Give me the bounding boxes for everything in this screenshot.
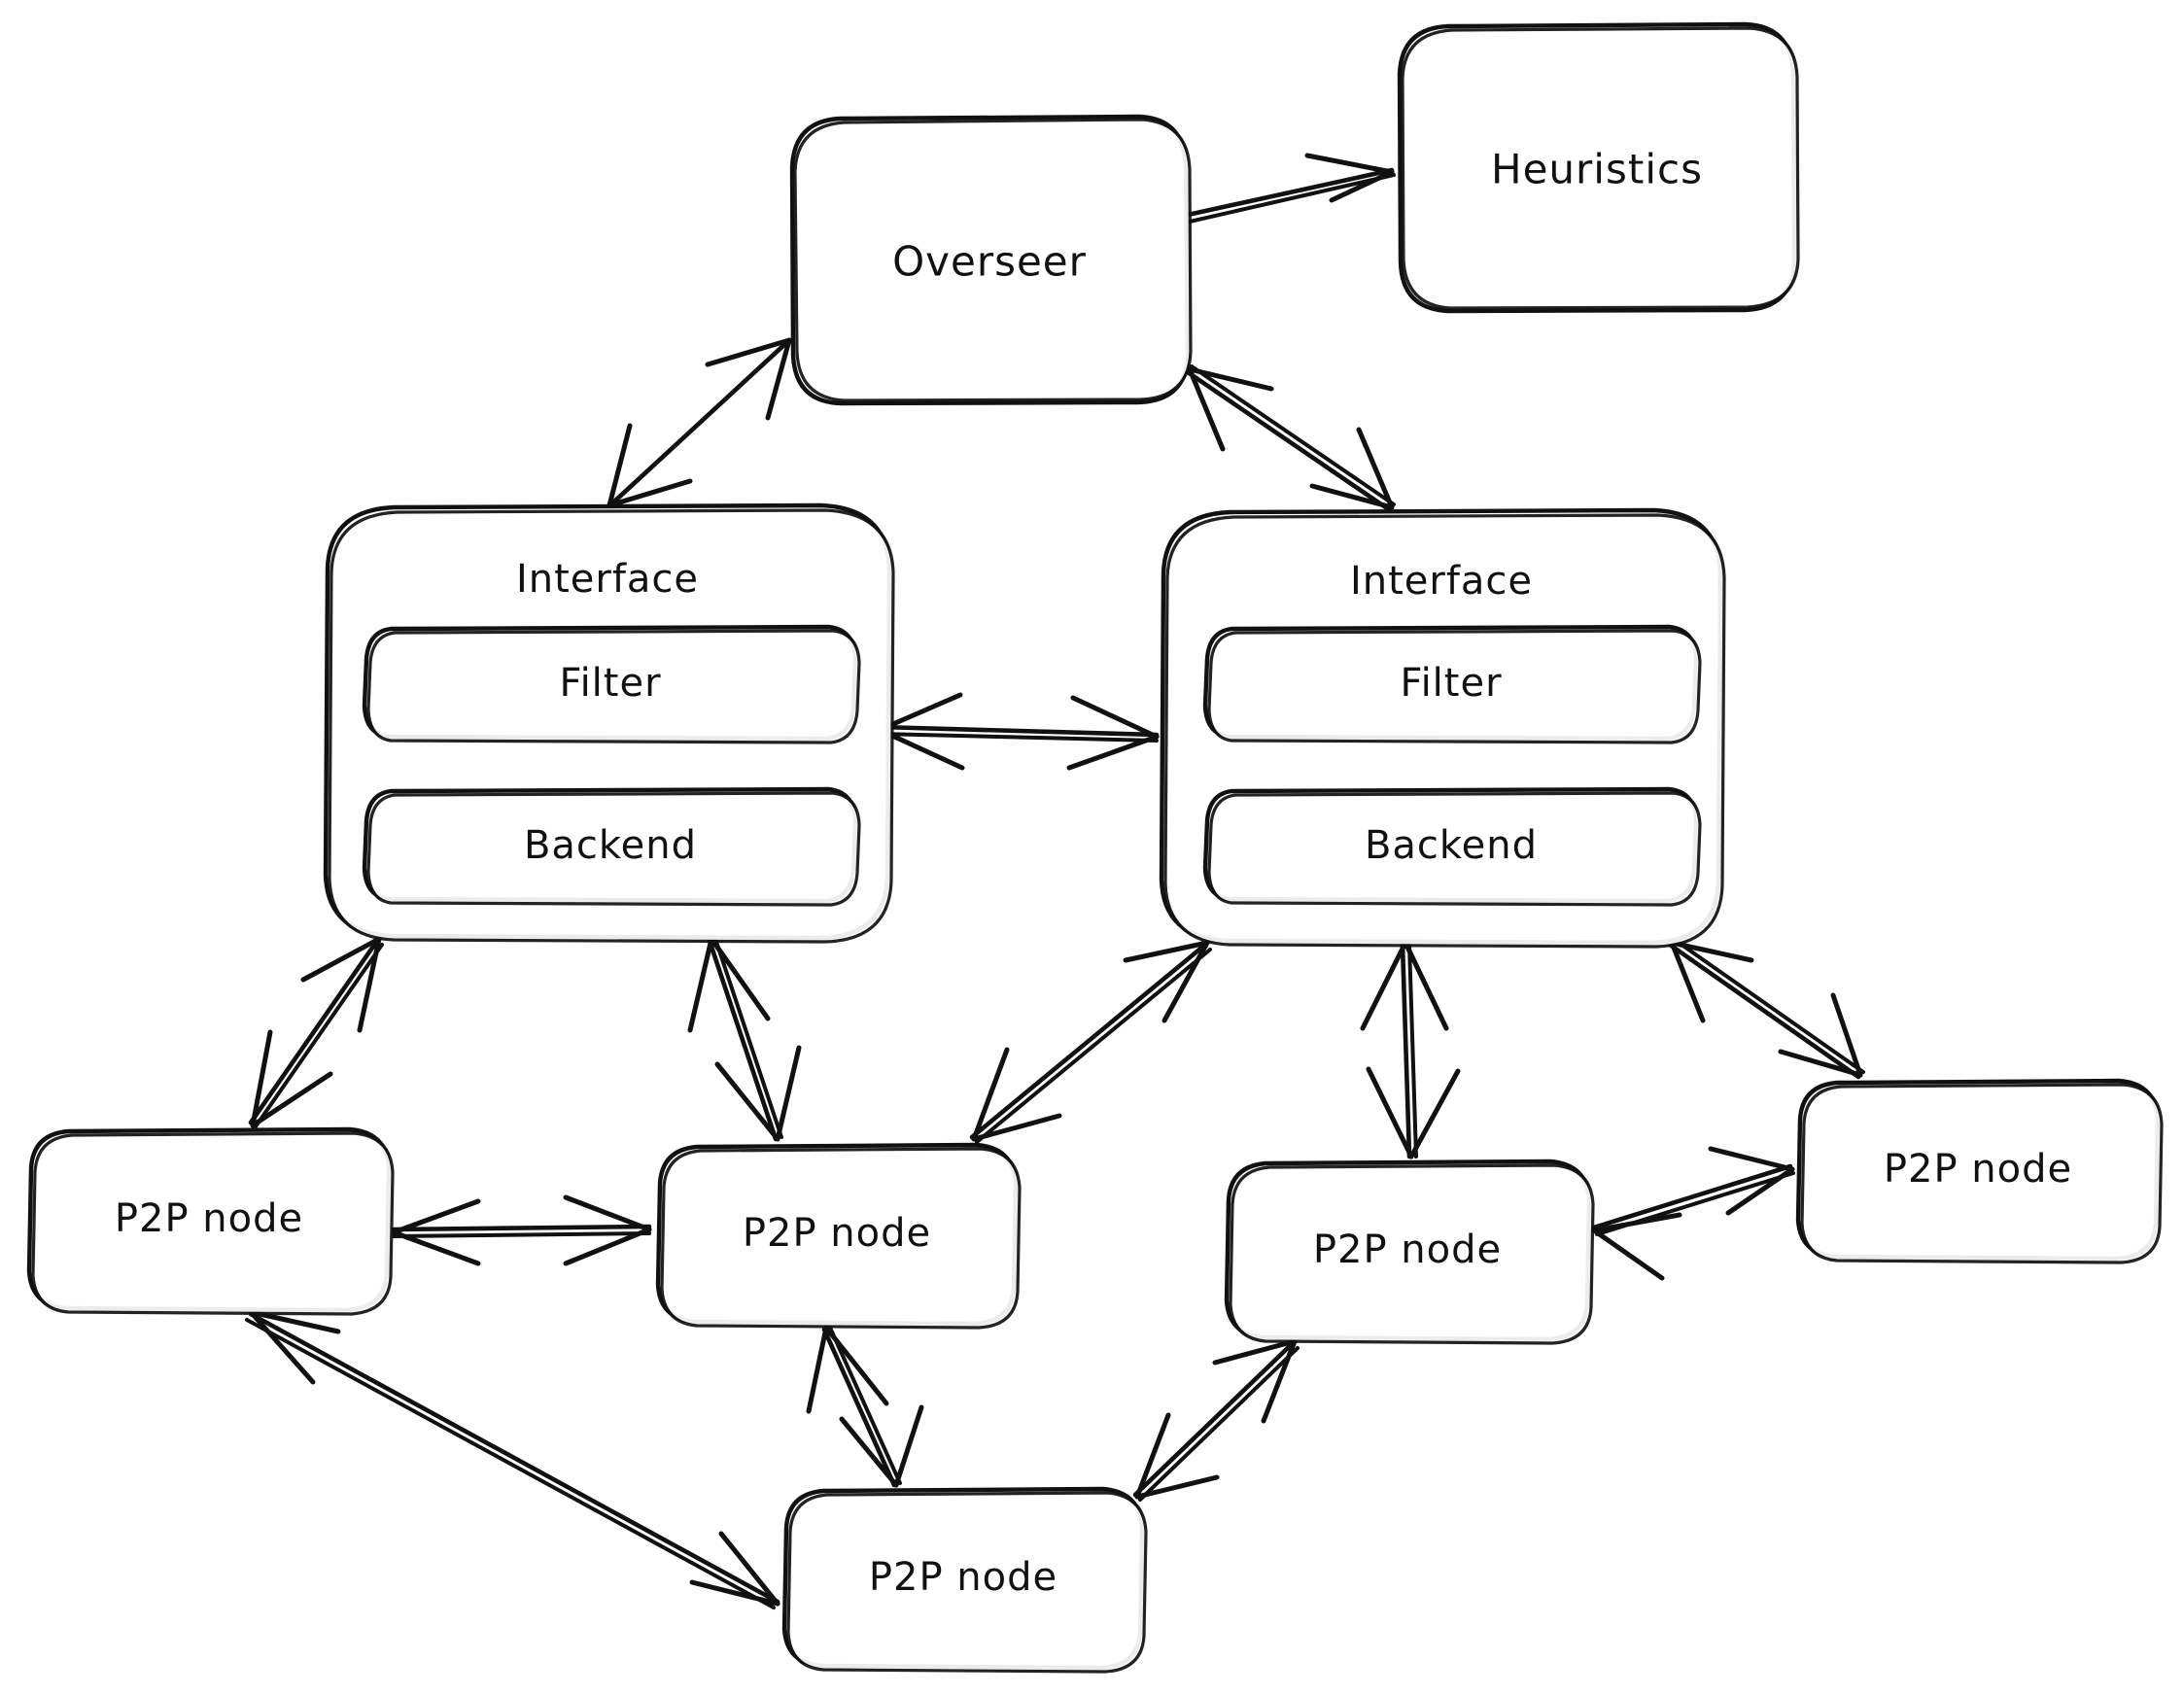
p2p-node-4-label: P2P node [1884,1147,2072,1192]
filter-right-label: Filter [1400,661,1502,706]
p2p-node-1-label: P2P node [115,1196,303,1241]
edge-p2p-1-to-p2p-2 [391,1194,652,1266]
backend-left-label: Backend [524,823,697,868]
node-p2p-2[interactable]: P2P node [655,1142,1022,1330]
edge-interface-left-to-overseer [606,337,792,509]
edge-interface-left-to-p2p-2 [687,936,802,1142]
node-p2p-1[interactable]: P2P node [26,1126,395,1316]
edge-interface-right-to-p2p-3 [1360,940,1461,1159]
node-backend-right[interactable]: Backend [1202,786,1702,907]
node-p2p-5[interactable]: P2P node [781,1486,1148,1674]
interface-left-label: Interface [516,557,699,602]
edge-overseer-to-heuristics [1185,153,1396,224]
filter-left-label: Filter [559,661,661,706]
node-heuristics[interactable]: Heuristics [1397,21,1800,314]
node-overseer[interactable]: Overseer [789,114,1193,406]
edge-p2p-3-to-p2p-4 [1591,1146,1795,1281]
p2p-node-2-label: P2P node [743,1211,931,1256]
node-filter-left[interactable]: Filter [362,624,861,744]
node-backend-left[interactable]: Backend [362,786,861,907]
overseer-label: Overseer [892,238,1087,286]
node-p2p-3[interactable]: P2P node [1224,1159,1595,1345]
edge-p2p-2-to-p2p-5 [806,1325,924,1488]
p2p-node-3-label: P2P node [1313,1228,1502,1272]
node-p2p-4[interactable]: P2P node [1795,1078,2164,1264]
edge-interface-right-to-overseer [1185,364,1396,513]
interface-right-label: Interface [1350,559,1533,604]
edge-p2p-3-to-p2p-5 [1132,1338,1300,1502]
node-filter-right[interactable]: Filter [1202,624,1702,744]
edge-interface-right-to-p2p-2 [969,940,1212,1144]
edge-interface-left-to-p2p-1 [248,936,384,1128]
backend-right-label: Backend [1365,823,1538,868]
edge-p2p-1-to-p2p-5 [245,1309,780,1609]
p2p-node-5-label: P2P node [869,1555,1057,1600]
edges-layer [245,153,1865,1609]
edge-interface-right-to-p2p-4 [1667,938,1865,1080]
heuristics-label: Heuristics [1491,146,1703,193]
edge-interface-left-to-interface-right [877,692,1160,771]
